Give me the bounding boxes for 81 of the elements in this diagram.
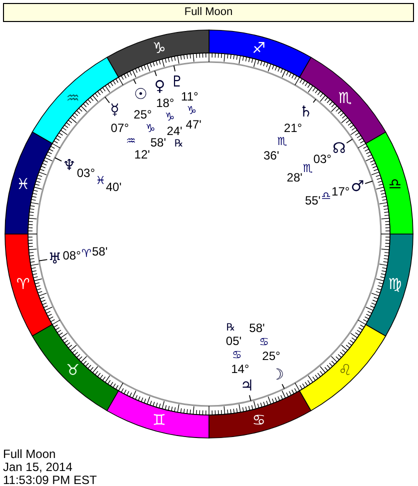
lunar-node-symbol: ☊ <box>332 138 346 157</box>
leader-line <box>38 259 48 262</box>
minute-label: 05' <box>226 334 242 348</box>
zodiac-symbol: ♌ <box>338 361 352 380</box>
minute-label: 58' <box>150 135 166 150</box>
zodiac-symbol: ♏ <box>338 88 352 107</box>
degree-label: 17° <box>332 184 350 198</box>
retrograde-symbol: ℞ <box>174 138 184 150</box>
zodiac-symbol: ♉ <box>66 361 80 380</box>
chart-title: Full Moon <box>3 3 414 22</box>
zodiac-segment <box>4 132 53 234</box>
sign-symbol: ♈ <box>82 246 92 260</box>
leader-line <box>364 180 374 184</box>
zodiac-symbol: ♍ <box>388 274 402 293</box>
planet-symbol: ☿ <box>110 100 120 119</box>
planet-symbol: ♇ <box>170 72 184 90</box>
minute-label: 55' <box>304 193 321 208</box>
leader-line <box>282 384 285 390</box>
minute-label: 24' <box>166 124 182 138</box>
zodiac-symbol: ♈ <box>16 274 30 293</box>
minute-label: 58' <box>249 321 265 336</box>
degree-label: 21° <box>284 121 302 135</box>
leader-line <box>154 70 157 76</box>
sign-symbol: ♓ <box>96 174 106 187</box>
zodiac-segment <box>208 30 312 78</box>
zodiac-symbol: ♓ <box>16 175 30 194</box>
minute-label: 58' <box>92 244 108 258</box>
degree-label: 03° <box>313 152 332 166</box>
leader-line <box>173 65 176 72</box>
zodiac-symbol: ♊ <box>152 410 166 429</box>
degree-label: 11° <box>181 90 198 104</box>
minute-label: 12' <box>134 147 150 162</box>
planet-symbol: ♄ <box>299 102 313 121</box>
retrograde-symbol: ℞ <box>226 322 236 334</box>
sign-symbol: ♒ <box>126 134 136 148</box>
minute-label: 36' <box>263 148 280 162</box>
sign-symbol: ♑ <box>186 104 197 117</box>
planet-symbol: ☽ <box>270 365 284 384</box>
degree-label: 08° <box>62 248 81 263</box>
degree-label: 25° <box>134 107 152 122</box>
leader-line <box>104 96 110 104</box>
leader-line <box>249 394 252 402</box>
degree-label: 14° <box>231 362 250 376</box>
minute-label: 47' <box>186 118 202 132</box>
leader-line <box>133 78 136 84</box>
zodiac-symbol: ♒ <box>66 88 80 107</box>
zodiac-segment <box>106 390 210 438</box>
leader-line <box>312 98 316 103</box>
sign-symbol: ♎ <box>321 190 331 203</box>
zodiac-symbol: ♋ <box>252 410 266 429</box>
leader-line <box>346 138 353 144</box>
sign-symbol: ♑ <box>146 122 156 135</box>
planet-symbol: ♀ <box>154 76 166 95</box>
zodiac-segment <box>365 234 414 336</box>
zodiac-segment <box>208 390 312 438</box>
planet-symbol: ♂ <box>350 177 364 195</box>
planet-symbol: ♃ <box>240 376 254 394</box>
minute-label: 28' <box>286 170 302 184</box>
zodiac-segment <box>365 132 414 234</box>
zodiac-segment <box>32 324 119 412</box>
event-name: Full Moon <box>3 448 56 461</box>
date-text: Jan 15, 2014 <box>3 461 72 474</box>
degree-label: 18° <box>156 96 174 110</box>
planet-symbol: ♅ <box>48 249 62 268</box>
time-text: 11:53:09 PM EST <box>3 474 97 486</box>
degree-label: 03° <box>76 166 96 180</box>
minute-label: 40' <box>106 180 122 194</box>
zodiac-symbol: ♑ <box>152 39 166 58</box>
planet-symbol: ♆ <box>62 156 76 174</box>
sign-symbol: ♏ <box>277 135 288 148</box>
sign-symbol: ♋ <box>232 348 242 362</box>
degree-label: 07° <box>110 120 129 135</box>
zodiac-symbol: ♐ <box>252 39 266 58</box>
leader-line <box>54 157 62 162</box>
sign-symbol: ♑ <box>164 110 175 124</box>
sign-symbol: ♋ <box>259 336 270 349</box>
sign-symbol: ♏ <box>302 162 313 176</box>
degree-label: 25° <box>262 349 280 364</box>
zodiac-segment <box>299 324 386 412</box>
zodiac-symbol: ♎ <box>388 175 402 194</box>
planet-symbol: ☉ <box>134 84 148 103</box>
